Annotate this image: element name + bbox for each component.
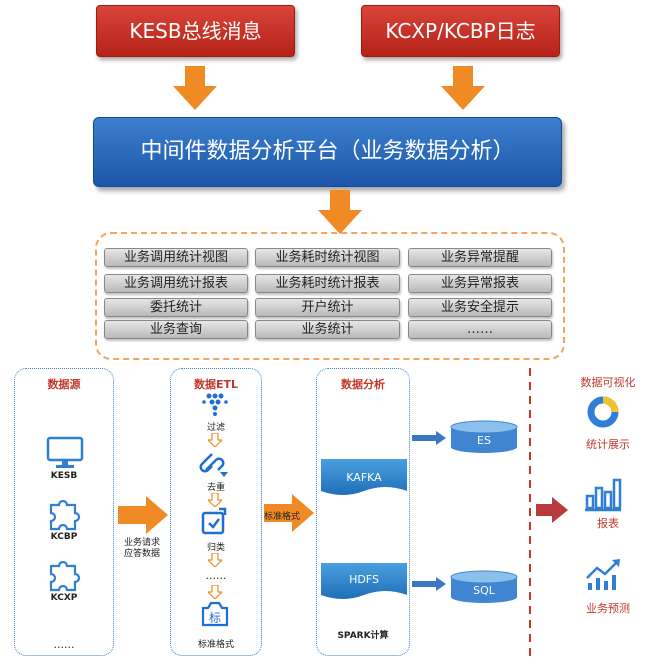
etl-step: 归类 xyxy=(206,543,225,553)
flow-label: 标准格式 xyxy=(263,512,300,522)
right-arrow-icon xyxy=(118,496,168,534)
function-item: 业务调用统计视图 xyxy=(104,248,248,267)
etl-panel xyxy=(170,368,262,656)
down-arrow-icon xyxy=(208,493,222,507)
down-arrow-icon xyxy=(208,553,222,567)
datasource-title: 数据源 xyxy=(47,378,81,391)
visual-title: 数据可视化 xyxy=(580,376,636,389)
kcxp-source-box: KCXP/KCBP日志 xyxy=(361,5,560,57)
function-item: …… xyxy=(408,320,552,339)
visual-item: 报表 xyxy=(597,517,619,530)
sql-label: SQL xyxy=(473,584,495,597)
link-icon xyxy=(199,453,228,477)
puzzle-icon xyxy=(49,560,81,592)
down-arrow-icon xyxy=(318,190,362,234)
standard-badge-icon xyxy=(201,601,229,627)
kesb-source-box: KESB总线消息 xyxy=(96,5,295,57)
hdfs-label: HDFS xyxy=(349,573,379,586)
etl-title-suffix: ETL xyxy=(215,378,239,391)
donut-chart-icon xyxy=(587,396,619,428)
etl-title: 数据ETL xyxy=(170,376,262,392)
trend-chart-icon xyxy=(586,559,620,590)
bar-chart-icon xyxy=(585,478,622,512)
analysis-footer: SPARK计算 xyxy=(337,631,389,641)
analysis-title: 数据分析 xyxy=(341,378,385,391)
etl-step: 过滤 xyxy=(206,423,225,433)
standard-badge-text: 标 xyxy=(208,611,221,625)
hdfs-shape xyxy=(321,563,407,599)
flow-label: 业务请求 应答数据 xyxy=(116,538,168,560)
platform-label: 中间件数据分析平台（业务数据分析） xyxy=(140,139,515,164)
datasource-panel xyxy=(14,368,114,656)
function-item: 业务查询 xyxy=(104,320,248,339)
etl-more: ...... xyxy=(205,569,227,582)
visual-item: 业务预测 xyxy=(586,602,630,615)
es-label: ES xyxy=(477,434,491,447)
function-item: 委托统计 xyxy=(104,298,248,317)
datasource-item: KCXP xyxy=(50,593,78,603)
kafka-label: KAFKA xyxy=(346,471,382,484)
analysis-platform-bar: 中间件数据分析平台（业务数据分析） xyxy=(93,117,562,187)
monitor-icon xyxy=(46,436,84,468)
right-arrow-icon xyxy=(536,497,568,523)
visual-item: 统计展示 xyxy=(586,438,630,451)
function-group-frame xyxy=(95,232,565,360)
kesb-source-label: KESB总线消息 xyxy=(129,19,262,43)
etl-title-prefix: 数据 xyxy=(193,378,216,391)
function-item: 业务异常报表 xyxy=(408,274,552,293)
flow-label-line: 应答数据 xyxy=(123,549,160,559)
function-item: 业务异常提醒 xyxy=(408,248,552,267)
sql-database-icon xyxy=(450,570,518,603)
es-database-icon xyxy=(450,420,518,453)
function-item: 业务调用统计报表 xyxy=(104,274,248,293)
analysis-panel xyxy=(316,368,410,656)
datasource-more: ...... xyxy=(53,638,75,651)
classify-icon xyxy=(201,507,227,535)
kafka-shape xyxy=(321,459,407,495)
function-item: 开户统计 xyxy=(255,298,400,317)
right-arrow-icon xyxy=(412,577,446,591)
datasource-item: KESB xyxy=(50,471,78,481)
filter-icon xyxy=(202,393,228,416)
etl-step: 去重 xyxy=(206,483,225,493)
function-item: 业务统计 xyxy=(255,320,400,339)
flow-label-line: 业务请求 xyxy=(123,538,160,548)
down-arrow-icon xyxy=(173,66,217,110)
down-arrow-icon xyxy=(208,585,222,599)
puzzle-icon xyxy=(49,499,81,531)
function-item: 业务耗时统计报表 xyxy=(255,274,400,293)
down-arrow-icon xyxy=(208,433,222,447)
function-item: 业务耗时统计视图 xyxy=(255,248,400,267)
down-arrow-icon xyxy=(441,66,485,110)
datasource-item: KCBP xyxy=(50,532,78,542)
etl-last: 标准格式 xyxy=(197,640,234,650)
kcxp-source-label: KCXP/KCBP日志 xyxy=(385,19,536,43)
right-arrow-icon xyxy=(412,431,446,445)
separator-line xyxy=(529,368,531,658)
function-item: 业务安全提示 xyxy=(408,298,552,317)
right-arrow-icon xyxy=(264,494,314,532)
